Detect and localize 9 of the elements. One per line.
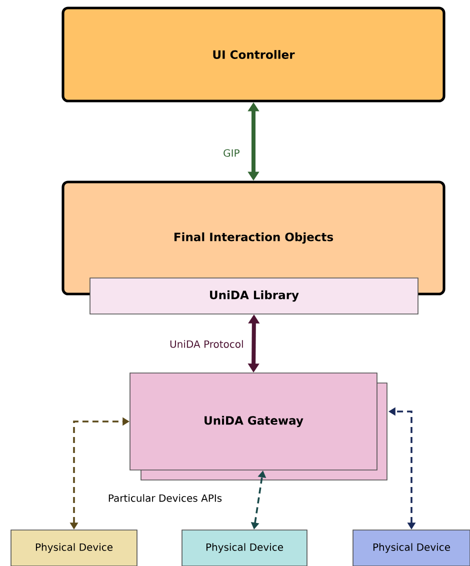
edge-label: UniDA Protocol (170, 340, 243, 348)
device-box: Physical Device (352, 530, 470, 566)
device-box: Physical Device (182, 530, 308, 566)
device-box: Physical Device (10, 530, 138, 566)
library-box: UniDA Library (90, 278, 418, 314)
gateway-box: UniDA Gateway (130, 372, 378, 470)
edge-label: GIP (224, 149, 240, 157)
note-label: Particular Devices APIs (108, 494, 222, 502)
process-box: UI Controller (62, 6, 446, 102)
